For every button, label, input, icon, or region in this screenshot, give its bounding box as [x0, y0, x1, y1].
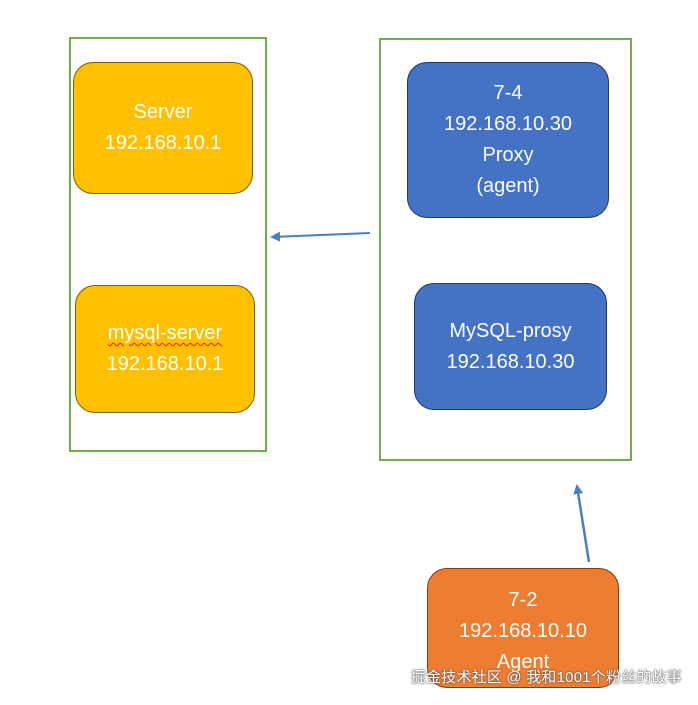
agent-node-ip: 192.168.10.10	[459, 620, 587, 642]
proxy-to-server-arrow	[270, 231, 371, 242]
server-node-ip: 192.168.10.1	[104, 132, 222, 154]
proxy-node-mode: (agent)	[476, 175, 540, 197]
server-node: Server 192.168.10.1	[73, 62, 253, 194]
mysql-prosy-node: MySQL-prosy 192.168.10.30	[414, 283, 607, 410]
mysql-server-node: mysql-server 192.168.10.1	[75, 285, 255, 413]
mysql-server-node-ip: 192.168.10.1	[106, 353, 224, 375]
agent-node-role: Agent	[496, 651, 550, 673]
proxy-node: 7-4 192.168.10.30 Proxy (agent)	[407, 62, 609, 218]
agent-node: 7-2 192.168.10.10 Agent	[427, 568, 619, 688]
agent-to-proxy-arrow	[573, 484, 591, 563]
server-node-title: Server	[133, 101, 193, 123]
proxy-node-id: 7-4	[493, 82, 523, 104]
mysql-prosy-node-title: MySQL-prosy	[449, 319, 572, 342]
proxy-node-ip: 192.168.10.30	[444, 113, 572, 135]
proxy-node-role: Proxy	[482, 144, 534, 166]
mysql-server-node-title: mysql-server	[107, 322, 223, 344]
agent-node-id: 7-2	[508, 589, 538, 611]
watermark-text: 掘金技术社区 @ 我和1001个粉丝的故事	[410, 669, 682, 686]
mysql-prosy-node-ip: 192.168.10.30	[446, 350, 575, 373]
